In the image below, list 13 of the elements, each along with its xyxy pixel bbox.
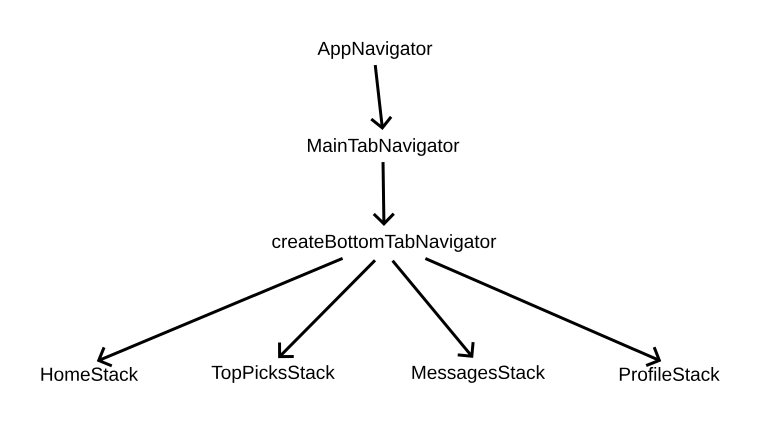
- node-label: MessagesStack: [412, 365, 546, 383]
- arrow: [96, 257, 344, 368]
- node-label: MainTabNavigator: [308, 138, 460, 156]
- node-label: createBottomTabNavigator: [272, 234, 496, 252]
- node-label: TopPicksStack: [212, 365, 335, 383]
- arrow: [278, 259, 376, 358]
- arrow: [424, 257, 662, 367]
- arrow: [391, 260, 475, 358]
- arrow: [372, 162, 395, 226]
- node-label: AppNavigator: [317, 41, 432, 59]
- arrow: [370, 64, 392, 130]
- node-label: HomeStack: [41, 367, 138, 381]
- node-label: ProfileStack: [620, 367, 720, 381]
